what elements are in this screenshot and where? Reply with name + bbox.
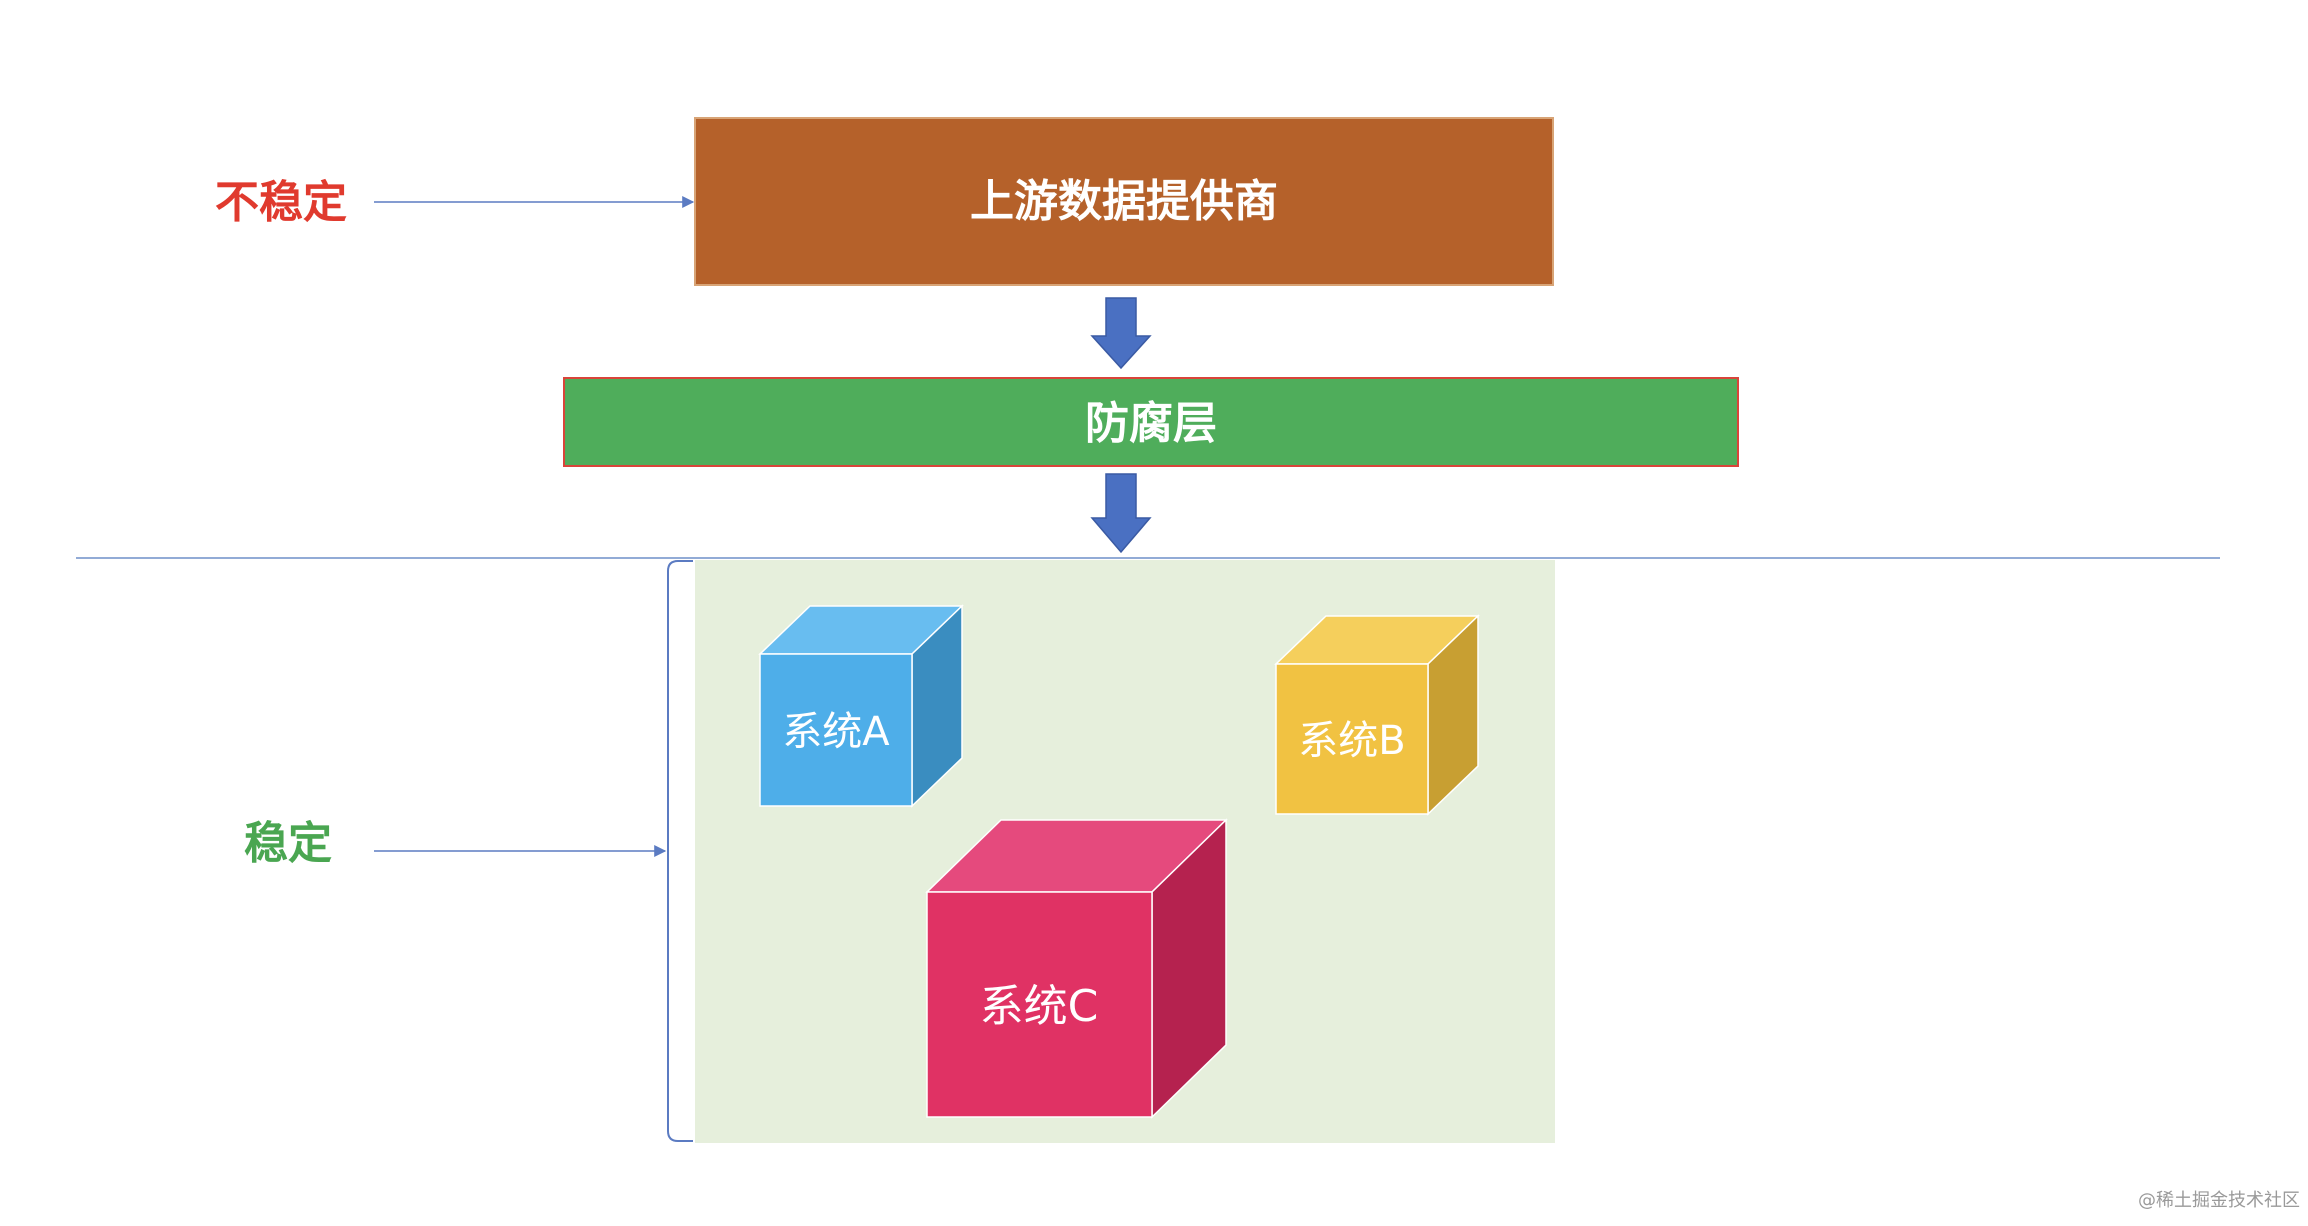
upstream-provider-box: 上游数据提供商 bbox=[694, 117, 1554, 286]
unstable-label: 不稳定 bbox=[215, 177, 347, 228]
system-c-label: 系统C bbox=[980, 981, 1099, 1032]
stable-label: 稳定 bbox=[244, 818, 332, 869]
stable-bracket bbox=[667, 560, 693, 1142]
anti-corruption-layer-box: 防腐层 bbox=[563, 377, 1739, 467]
system-a-cube: 系统A bbox=[758, 604, 964, 808]
upstream-provider-label: 上游数据提供商 bbox=[970, 176, 1278, 227]
watermark: @稀土掘金技术社区 bbox=[2138, 1190, 2300, 1211]
system-a-label: 系统A bbox=[782, 709, 890, 755]
down-arrow-icon bbox=[1090, 297, 1152, 370]
down-arrow-icon bbox=[1090, 473, 1152, 554]
system-c-cube: 系统C bbox=[925, 818, 1228, 1119]
anti-corruption-layer-label: 防腐层 bbox=[1085, 398, 1217, 449]
system-b-cube: 系统B bbox=[1274, 614, 1480, 816]
system-b-label: 系统B bbox=[1298, 718, 1405, 764]
